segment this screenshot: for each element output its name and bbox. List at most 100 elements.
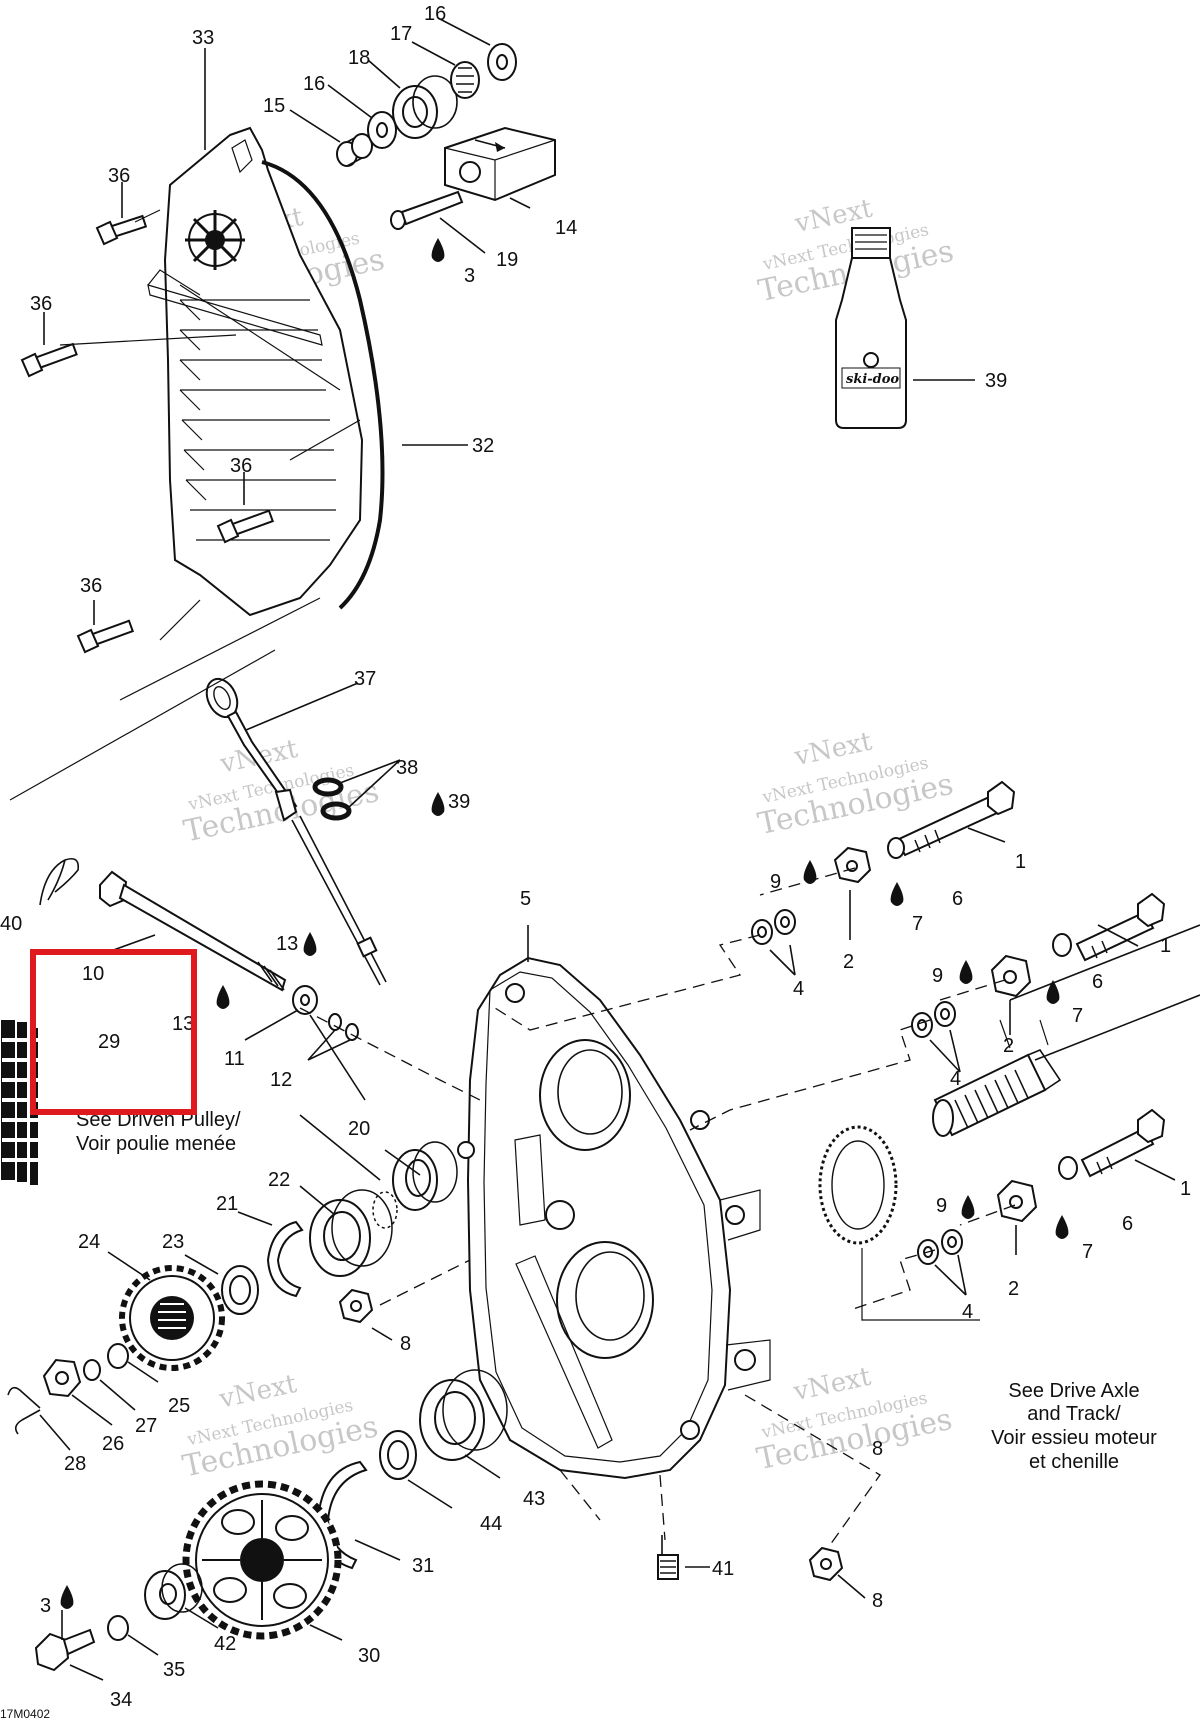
leader-lines xyxy=(9,17,1176,1681)
callout-32: 32 xyxy=(472,435,494,457)
oil-drop-icon xyxy=(890,882,904,906)
oil-drop-icon xyxy=(216,985,230,1009)
axle-sprocket xyxy=(818,1125,898,1245)
callout-25: 25 xyxy=(168,1395,190,1417)
callout-2: 2 xyxy=(843,951,854,973)
plug-41 xyxy=(657,1554,679,1580)
callout-9: 9 xyxy=(932,965,943,987)
oil-drop-icon xyxy=(961,1195,975,1219)
callout-30: 30 xyxy=(358,1645,380,1667)
callout-6: 6 xyxy=(952,888,963,910)
svg-text:et chenille: et chenille xyxy=(1029,1451,1119,1473)
spacer-23 xyxy=(221,1265,259,1315)
washers-4-c xyxy=(917,1229,963,1265)
callout-6: 6 xyxy=(1122,1213,1133,1235)
spacer-15 xyxy=(336,133,373,167)
callout-4: 4 xyxy=(793,978,804,1000)
callout-21: 21 xyxy=(216,1193,238,1215)
note-drive-axle: See Drive Axle and Track/ Voir essieu mo… xyxy=(991,1380,1157,1473)
washers-4-a xyxy=(751,909,796,945)
oil-drop-icon xyxy=(431,238,445,262)
callout-13: 13 xyxy=(276,933,298,955)
oil-drop-icon xyxy=(303,932,317,956)
bearing-43 xyxy=(419,1369,508,1461)
bottle-brand-label: ski-doo xyxy=(846,372,899,387)
callout-39: 39 xyxy=(448,791,470,813)
bolt-1-b xyxy=(1075,892,1166,962)
bolt-36-b xyxy=(20,342,78,378)
callout-17: 17 xyxy=(390,23,412,45)
callout-9: 9 xyxy=(936,1195,947,1217)
oil-bottle: ski-doo xyxy=(835,227,907,429)
callout-3: 3 xyxy=(464,265,475,287)
callout-7: 7 xyxy=(912,913,923,935)
washer-6-c xyxy=(1058,1156,1078,1180)
bearing-22 xyxy=(309,1189,393,1277)
callout-8: 8 xyxy=(872,1438,883,1460)
callout-40: 40 xyxy=(0,913,22,935)
highlight-box xyxy=(30,949,197,1115)
svg-text:and Track/: and Track/ xyxy=(1027,1403,1121,1425)
o-ring-38-a xyxy=(312,777,344,797)
callout-37: 37 xyxy=(354,668,376,690)
callout-19: 19 xyxy=(496,249,518,271)
callout-36: 36 xyxy=(30,293,52,315)
nut-2-a xyxy=(833,846,872,884)
washer-35 xyxy=(107,1615,129,1641)
callout-42: 42 xyxy=(214,1633,236,1655)
bolt-36-d xyxy=(76,619,135,654)
bolt-10 xyxy=(99,870,287,992)
callout-43: 43 xyxy=(523,1488,545,1510)
callout-36: 36 xyxy=(230,455,252,477)
washer-16-a xyxy=(367,111,397,149)
washer-25 xyxy=(107,1343,129,1369)
callout-8: 8 xyxy=(400,1333,411,1355)
washer-16-b xyxy=(487,43,517,81)
callout-22: 22 xyxy=(268,1169,290,1191)
callout-38: 38 xyxy=(396,757,418,779)
dipstick xyxy=(205,677,387,986)
gear-24 xyxy=(119,1265,225,1371)
callout-3: 3 xyxy=(40,1595,51,1617)
watermark-text: vNext xyxy=(216,1369,300,1415)
sprocket-30 xyxy=(182,1480,342,1640)
svg-text:Voir essieu moteur: Voir essieu moteur xyxy=(991,1427,1157,1449)
oil-drop-icon xyxy=(959,960,973,984)
washers-4-b xyxy=(911,1001,956,1038)
svg-text:See Drive Axle: See Drive Axle xyxy=(1008,1380,1139,1402)
screw-19 xyxy=(390,190,464,230)
bolt-36-c xyxy=(216,509,275,544)
callout-8: 8 xyxy=(872,1590,883,1612)
callout-24: 24 xyxy=(78,1231,100,1253)
callout-41: 41 xyxy=(712,1558,734,1580)
callout-36: 36 xyxy=(80,575,102,597)
callout-34: 34 xyxy=(110,1689,132,1711)
callout-20: 20 xyxy=(348,1118,370,1140)
bearing-18 xyxy=(392,75,458,139)
callout-36: 36 xyxy=(108,165,130,187)
circlip-21 xyxy=(266,1220,304,1298)
nut-8-a xyxy=(338,1288,374,1324)
o-ring-dashed xyxy=(372,1191,398,1229)
callout-labels: 16 17 33 18 16 15 36 14 19 3 36 39 32 36… xyxy=(0,3,1191,1711)
callout-18: 18 xyxy=(348,47,370,69)
o-ring-38-b xyxy=(320,801,352,821)
callout-10: 10 xyxy=(82,963,104,985)
callout-29: 29 xyxy=(98,1031,120,1053)
castle-nut-26 xyxy=(42,1358,82,1398)
chaincase-cover xyxy=(147,126,364,617)
spacer-42 xyxy=(144,1563,203,1620)
spacer-44 xyxy=(379,1430,417,1480)
cover-gasket xyxy=(261,160,385,610)
needle-bearing-17 xyxy=(450,61,480,99)
callout-2: 2 xyxy=(1008,1278,1019,1300)
oil-drop-icon xyxy=(1055,1215,1069,1239)
note-driven-pulley: See Driven Pulley/ Voir poulie menée xyxy=(76,1109,241,1155)
bolt-1-a xyxy=(895,780,1016,857)
washer-6-a xyxy=(887,837,905,859)
cotter-pin-28 xyxy=(7,1386,41,1435)
oil-drop-icon xyxy=(803,860,817,884)
callout-2: 2 xyxy=(1003,1035,1014,1057)
callout-14: 14 xyxy=(555,217,577,239)
